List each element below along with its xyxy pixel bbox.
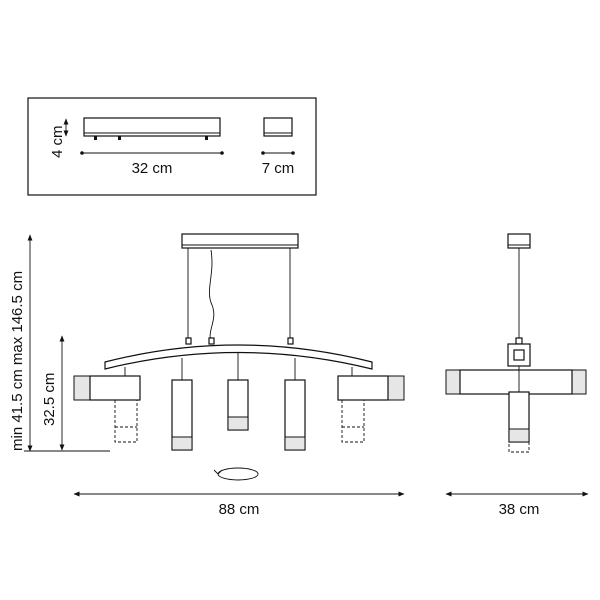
- base-height-label: 4 cm: [49, 125, 66, 158]
- total-width-label: 88 cm: [219, 501, 260, 518]
- body-height-label: 32.5 cm: [41, 373, 58, 426]
- base-plate-front-view: [83, 117, 221, 140]
- base-plate-side-view: [263, 117, 293, 137]
- total-height-dimension-line: [24, 234, 110, 452]
- base-inset-frame: [27, 97, 317, 196]
- base-width-dimension-line: [261, 151, 295, 155]
- lamp-side-view: [445, 233, 587, 453]
- base-length-dimension-line: [80, 151, 224, 155]
- base-length-label: 32 cm: [132, 160, 173, 177]
- lamp-front-view: [73, 233, 405, 481]
- total-height-label: min 41.5 cm max 146.5 cm: [9, 271, 26, 451]
- base-width-label: 7 cm: [262, 160, 295, 177]
- total-depth-label: 38 cm: [499, 501, 540, 518]
